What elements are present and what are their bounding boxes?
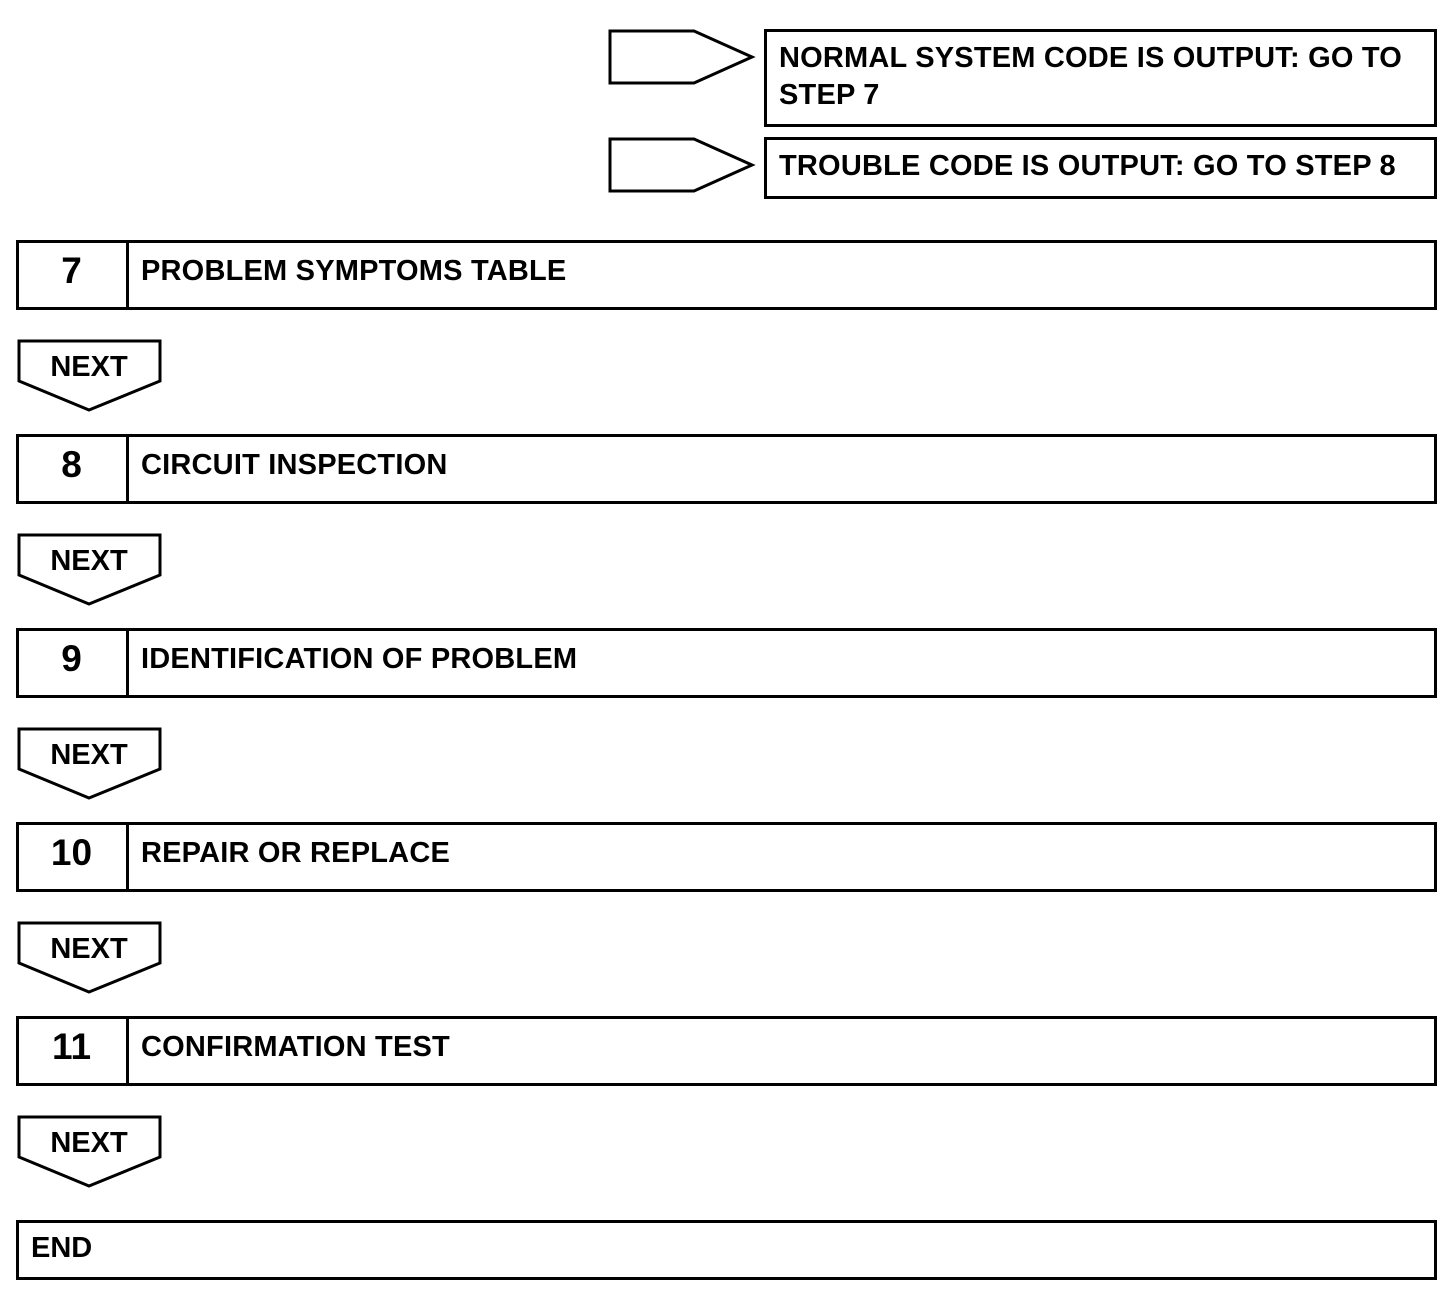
- end-box: END: [16, 1220, 1437, 1280]
- next-arrow-after-step-7: NEXT: [17, 339, 163, 413]
- branch-arrow-trouble-code: [608, 137, 756, 193]
- next-label: NEXT: [50, 1127, 128, 1159]
- step-number: 10: [19, 825, 129, 889]
- next-label: NEXT: [50, 739, 128, 771]
- next-arrow-after-step-9: NEXT: [17, 727, 163, 801]
- branch-result-label: NORMAL SYSTEM CODE IS OUTPUT: GO TO STEP…: [779, 42, 1403, 111]
- step-number: 7: [19, 243, 129, 307]
- step-title: REPAIR OR REPLACE: [141, 837, 451, 869]
- next-label: NEXT: [50, 933, 128, 965]
- branch-result-trouble-code: TROUBLE CODE IS OUTPUT: GO TO STEP 8: [764, 137, 1437, 199]
- step-number: 9: [19, 631, 129, 695]
- step-7-box: 7 PROBLEM SYMPTOMS TABLE: [16, 240, 1437, 310]
- step-number: 8: [19, 437, 129, 501]
- next-label: NEXT: [50, 351, 128, 383]
- step-title: IDENTIFICATION OF PROBLEM: [141, 643, 578, 675]
- end-label: END: [31, 1232, 93, 1264]
- branch-result-label: TROUBLE CODE IS OUTPUT: GO TO STEP 8: [779, 150, 1396, 182]
- step-title: CONFIRMATION TEST: [141, 1031, 450, 1063]
- next-label: NEXT: [50, 545, 128, 577]
- step-title: PROBLEM SYMPTOMS TABLE: [141, 255, 567, 287]
- step-9-box: 9 IDENTIFICATION OF PROBLEM: [16, 628, 1437, 698]
- branch-result-normal-code: NORMAL SYSTEM CODE IS OUTPUT: GO TO STEP…: [764, 29, 1437, 127]
- step-11-box: 11 CONFIRMATION TEST: [16, 1016, 1437, 1086]
- step-10-box: 10 REPAIR OR REPLACE: [16, 822, 1437, 892]
- next-arrow-after-step-11: NEXT: [17, 1115, 163, 1189]
- branch-arrow-normal-code: [608, 29, 756, 85]
- next-arrow-after-step-8: NEXT: [17, 533, 163, 607]
- next-arrow-after-step-10: NEXT: [17, 921, 163, 995]
- step-title: CIRCUIT INSPECTION: [141, 449, 448, 481]
- step-8-box: 8 CIRCUIT INSPECTION: [16, 434, 1437, 504]
- step-number: 11: [19, 1019, 129, 1083]
